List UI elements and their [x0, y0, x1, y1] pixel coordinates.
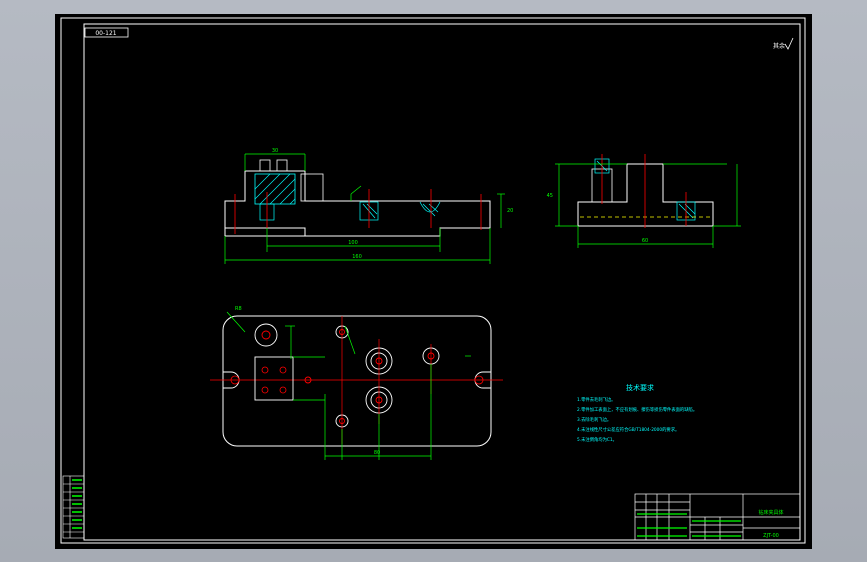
- roughness-symbol: 其余: [773, 37, 794, 50]
- note-item-5: 5.未注倒角均为C1。: [577, 436, 617, 443]
- side-dimensions: [555, 163, 741, 248]
- side-width-dim: 60: [642, 238, 648, 244]
- drawing-sheet: 00-121 其余: [55, 14, 812, 549]
- left-code-table: [62, 475, 85, 539]
- side-view: 60 45: [547, 154, 741, 248]
- front-centerlines: [234, 189, 482, 234]
- title-block: 钻床夹具体 ZJT-00: [634, 493, 801, 541]
- front-width-dim: 160: [352, 254, 362, 260]
- top-pitch-dim: 80: [374, 450, 380, 456]
- side-centerlines: [601, 154, 687, 228]
- front-hatch: [254, 173, 296, 205]
- note-item-1: 1.零件去毛刺飞边。: [577, 396, 615, 403]
- top-radius-dim: R8: [235, 306, 242, 312]
- inner-frame: [83, 23, 801, 541]
- top-dimensions: [226, 311, 471, 460]
- front-view: 160 100 30 20: [224, 148, 513, 264]
- drawing-canvas: 00-121 其余: [60, 17, 806, 544]
- front-height-dim-b: 20: [507, 208, 513, 214]
- title-part-name: 钻床夹具体: [758, 509, 783, 516]
- front-hole-sections: [259, 201, 441, 221]
- code-box: 00-121: [84, 27, 129, 38]
- title-drawing-no: ZJT-00: [763, 533, 779, 539]
- notes-title: 技术要求: [626, 383, 654, 392]
- top-holes: [254, 323, 440, 428]
- note-item-4: 4.未注线性尺寸公差应符合GB/T1804-2000的要求。: [577, 426, 679, 433]
- front-inner-dim: 100: [348, 240, 358, 246]
- front-dimensions: [224, 153, 505, 264]
- outer-frame: [60, 17, 806, 544]
- roughness-note: 其余: [773, 42, 785, 50]
- side-height-dim: 45: [547, 193, 553, 199]
- code-box-text: 00-121: [95, 30, 116, 37]
- note-item-3: 3.去除毛刺飞边。: [577, 416, 611, 423]
- technical-notes: 技术要求 1.零件去毛刺飞边。 2.零件加工表面上，不应有划痕、擦伤等损伤零件表…: [577, 383, 697, 443]
- top-view: R8 80: [210, 306, 503, 460]
- note-item-2: 2.零件加工表面上，不应有划痕、擦伤等损伤零件表面的缺陷。: [577, 406, 697, 413]
- front-height-dim: 30: [272, 148, 278, 154]
